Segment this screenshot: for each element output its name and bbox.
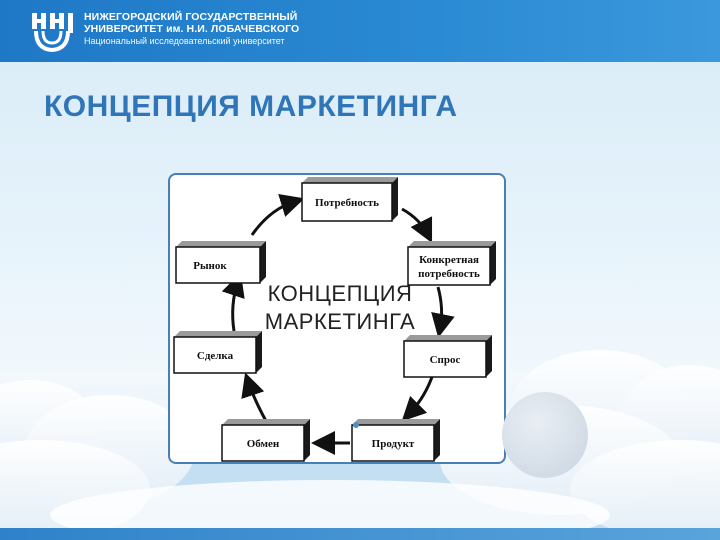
slide-title: КОНЦЕПЦИЯ МАРКЕТИНГА xyxy=(44,90,458,123)
node-deal-label: Сделка xyxy=(197,350,234,362)
diagram-canvas: Потребность Конкретная потребность Спрос… xyxy=(173,177,496,462)
node-need-label: Потребность xyxy=(315,197,379,209)
node-market-label: Рынок xyxy=(193,260,227,272)
node-specific-need-label-line1: Конкретная xyxy=(419,254,479,266)
university-name-line2: УНИВЕРСИТЕТ им. Н.И. ЛОБАЧЕВСКОГО xyxy=(84,23,300,35)
university-subtitle: Национальный исследовательский университ… xyxy=(84,36,285,46)
node-need: Потребность xyxy=(301,177,398,222)
node-exchange-label: Обмен xyxy=(247,438,280,450)
placeholder-dot xyxy=(353,422,359,428)
arrow-deal-to-market xyxy=(221,272,245,332)
diagram-center-line2: МАРКЕТИНГА xyxy=(265,309,415,334)
node-specific-need: Конкретная потребность xyxy=(407,241,496,286)
marketing-concept-diagram: Потребность Конкретная потребность Спрос… xyxy=(168,173,506,464)
decorative-circle xyxy=(502,392,588,478)
university-logo-icon xyxy=(32,13,73,53)
arrow-need-to-specific xyxy=(401,207,433,244)
node-demand: Спрос xyxy=(403,335,492,378)
node-product-label: Продукт xyxy=(372,438,415,450)
node-product: Продукт xyxy=(351,419,440,462)
footer-bar xyxy=(0,528,720,540)
university-name: НИЖЕГОРОДСКИЙ ГОСУДАРСТВЕННЫЙ УНИВЕРСИТЕ… xyxy=(84,11,299,48)
arrow-exchange-to-deal xyxy=(241,372,268,422)
diagram-center-line1: КОНЦЕПЦИЯ xyxy=(268,281,413,306)
node-deal: Сделка xyxy=(173,331,262,374)
arrow-market-to-need xyxy=(250,193,305,236)
node-specific-need-label-line2: потребность xyxy=(418,268,480,280)
node-exchange: Обмен xyxy=(221,419,310,462)
arrow-specific-to-demand xyxy=(431,286,455,338)
node-demand-label: Спрос xyxy=(430,354,461,366)
header-band: НИЖЕГОРОДСКИЙ ГОСУДАРСТВЕННЫЙ УНИВЕРСИТЕ… xyxy=(0,0,720,62)
node-market: Рынок xyxy=(175,241,266,284)
university-name-line1: НИЖЕГОРОДСКИЙ ГОСУДАРСТВЕННЫЙ xyxy=(84,11,298,23)
